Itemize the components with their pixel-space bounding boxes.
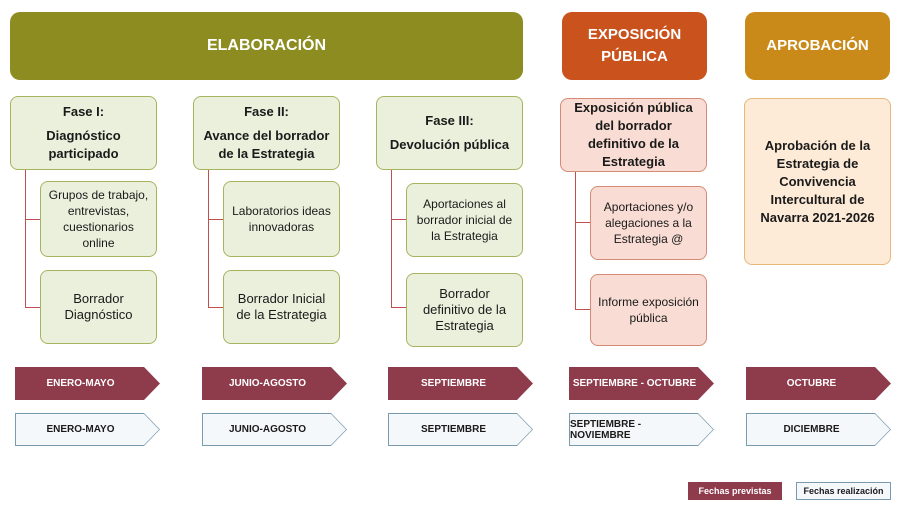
actual-arrow-1-label: ENERO-MAYO: [16, 414, 159, 445]
phase-2-connector-vertical: [208, 170, 209, 307]
phase-1-item-1-text: Grupos de trabajo, entrevistas, cuestion…: [48, 188, 149, 250]
actual-arrow-4-label: SEPTIEMBRE -NOVIEMBRE: [570, 414, 713, 445]
planned-arrow-2: JUNIO-AGOSTO: [202, 367, 347, 400]
exposicion-connector-2: [575, 309, 590, 310]
phase-3-connector-2: [391, 307, 406, 308]
phase-1-item-2-text: Borrador Diagnóstico: [64, 291, 133, 322]
actual-arrow-2: JUNIO-AGOSTO: [202, 413, 347, 446]
phase-2-item-1: Laboratorios ideas innovadoras: [223, 181, 340, 257]
phase-1-item-1: Grupos de trabajo, entrevistas, cuestion…: [40, 181, 157, 257]
exposicion-connector-vertical: [575, 172, 576, 309]
exposicion-label-line1: EXPOSICIÓN: [587, 26, 682, 43]
phase-2-title: Fase II:: [244, 104, 289, 119]
phase-3-item-1: Aportaciones al borrador inicial de la E…: [406, 183, 523, 257]
planned-arrow-4: SEPTIEMBRE - OCTUBRE: [569, 367, 714, 400]
exposicion-box: Exposición pública del borrador definiti…: [560, 98, 707, 172]
actual-arrow-3: SEPTIEMBRE: [388, 413, 533, 446]
phase-3-item-1-text: Aportaciones al borrador inicial de la E…: [416, 197, 513, 243]
phase-1-item-2: Borrador Diagnóstico: [40, 270, 157, 344]
phase-3-connector-vertical: [391, 170, 392, 307]
phase-1-title: Fase I:: [62, 104, 105, 119]
exposicion-item-2-text: Informe exposición pública: [598, 295, 699, 325]
legend-planned: Fechas previstas: [688, 482, 782, 500]
actual-arrow-5-label: DICIEMBRE: [747, 414, 890, 445]
phase-2-connector-2: [208, 307, 223, 308]
phase-3-item-2: Borrador definitivo de la Estrategia: [406, 273, 523, 347]
phase-3-connector-1: [391, 219, 406, 220]
phase-3-title: Fase III:: [425, 113, 474, 128]
exposicion-item-2: Informe exposición pública: [590, 274, 707, 346]
planned-arrow-5: OCTUBRE: [746, 367, 891, 400]
actual-arrow-2-label: JUNIO-AGOSTO: [203, 414, 346, 445]
planned-arrow-1: ENERO-MAYO: [15, 367, 160, 400]
phase-3-item-2-text: Borrador definitivo de la Estrategia: [422, 286, 507, 333]
legend-actual: Fechas realización: [796, 482, 891, 500]
phase-1-connector-vertical: [25, 170, 26, 307]
exposicion-banner: EXPOSICIÓN PÚBLICA: [562, 12, 707, 80]
aprobacion-box-title: Aprobación de la Estrategia de Convivenc…: [760, 137, 875, 225]
actual-arrow-1: ENERO-MAYO: [15, 413, 160, 446]
aprobacion-box: Aprobación de la Estrategia de Convivenc…: [744, 98, 891, 265]
actual-arrow-3-label: SEPTIEMBRE: [389, 414, 532, 445]
exposicion-box-title: Exposición pública del borrador definiti…: [574, 100, 693, 169]
elaboracion-banner: ELABORACIÓN: [10, 12, 523, 80]
exposicion-label-line2: PÚBLICA: [601, 48, 668, 65]
phase-1-box: Fase I: Diagnóstico participado: [10, 96, 157, 170]
phase-3-subtitle: Devolución pública: [389, 137, 510, 152]
exposicion-item-1-text: Aportaciones y/o alegaciones a la Estrat…: [603, 200, 694, 246]
phase-2-box: Fase II: Avance del borrador de la Estra…: [193, 96, 340, 170]
phase-1-connector-2: [25, 307, 40, 308]
phase-2-connector-1: [208, 219, 223, 220]
actual-arrow-5: DICIEMBRE: [746, 413, 891, 446]
phase-2-item-2-text: Borrador Inicial de la Estrategia: [236, 291, 327, 322]
actual-arrow-4: SEPTIEMBRE -NOVIEMBRE: [569, 413, 714, 446]
phase-2-item-2: Borrador Inicial de la Estrategia: [223, 270, 340, 344]
aprobacion-banner: APROBACIÓN: [745, 12, 890, 80]
phase-1-connector-1: [25, 219, 40, 220]
phase-2-subtitle: Avance del borrador de la Estrategia: [203, 128, 330, 161]
elaboracion-label: ELABORACIÓN: [206, 37, 327, 54]
phase-1-subtitle: Diagnóstico participado: [46, 128, 121, 161]
phase-2-item-1-text: Laboratorios ideas innovadoras: [232, 204, 331, 234]
exposicion-item-1: Aportaciones y/o alegaciones a la Estrat…: [590, 186, 707, 260]
exposicion-connector-1: [575, 222, 590, 223]
phase-3-box: Fase III: Devolución pública: [376, 96, 523, 170]
aprobacion-label: APROBACIÓN: [766, 37, 869, 54]
planned-arrow-3: SEPTIEMBRE: [388, 367, 533, 400]
